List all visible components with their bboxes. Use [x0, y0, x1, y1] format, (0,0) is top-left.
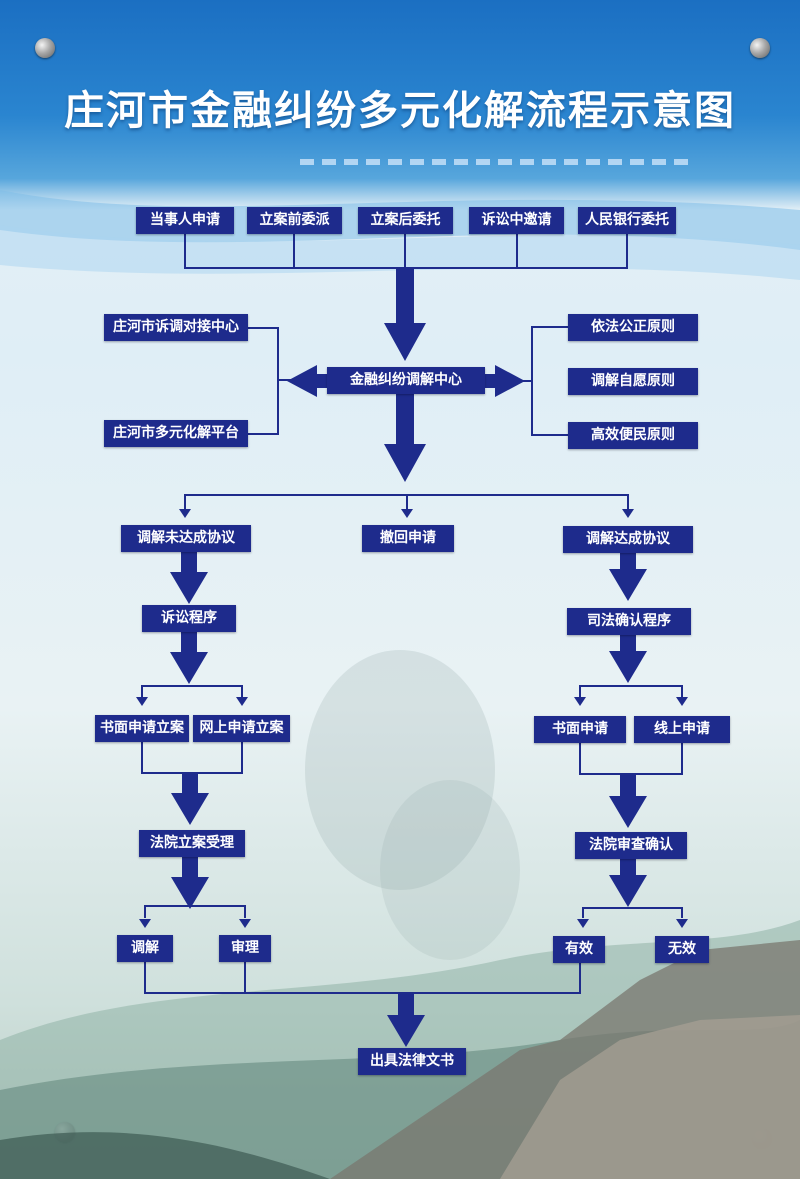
court-mediation: 调解	[117, 935, 173, 962]
source-post-filing: 立案后委托	[358, 207, 453, 234]
source-pre-filing: 立案前委派	[247, 207, 342, 234]
outcome-no-agreement: 调解未达成协议	[121, 525, 251, 552]
screw-icon	[750, 38, 770, 58]
header-band	[0, 0, 800, 210]
outcome-withdraw: 撤回申请	[362, 525, 454, 552]
judicial-confirmation: 司法确认程序	[567, 608, 691, 635]
mediation-center: 金融纠纷调解中心	[327, 367, 485, 394]
court-acceptance: 法院立案受理	[139, 830, 245, 857]
platform-diversified: 庄河市多元化解平台	[104, 420, 248, 447]
source-central-bank: 人民银行委托	[578, 207, 676, 234]
principle-voluntary: 调解自愿原则	[568, 368, 698, 395]
online-filing: 网上申请立案	[193, 715, 290, 742]
written-application: 书面申请	[534, 716, 626, 743]
result-invalid: 无效	[655, 936, 709, 963]
litigation-procedure: 诉讼程序	[142, 605, 236, 632]
principle-efficient: 高效便民原则	[568, 422, 698, 449]
title-decoration	[300, 150, 710, 165]
online-application: 线上申请	[634, 716, 730, 743]
page-title: 庄河市金融纠纷多元化解流程示意图	[64, 88, 736, 134]
result-valid: 有效	[553, 936, 605, 963]
platform-litigation-center: 庄河市诉调对接中心	[104, 314, 248, 341]
written-filing: 书面申请立案	[95, 715, 189, 742]
outcome-agreement: 调解达成协议	[563, 526, 693, 553]
screw-icon	[35, 38, 55, 58]
source-applicant: 当事人申请	[136, 207, 234, 234]
issue-legal-document: 出具法律文书	[358, 1048, 466, 1075]
court-review: 法院审查确认	[575, 832, 687, 859]
source-in-litigation: 诉讼中邀请	[469, 207, 564, 234]
principle-fairness: 依法公正原则	[568, 314, 698, 341]
court-trial: 审理	[219, 935, 271, 962]
